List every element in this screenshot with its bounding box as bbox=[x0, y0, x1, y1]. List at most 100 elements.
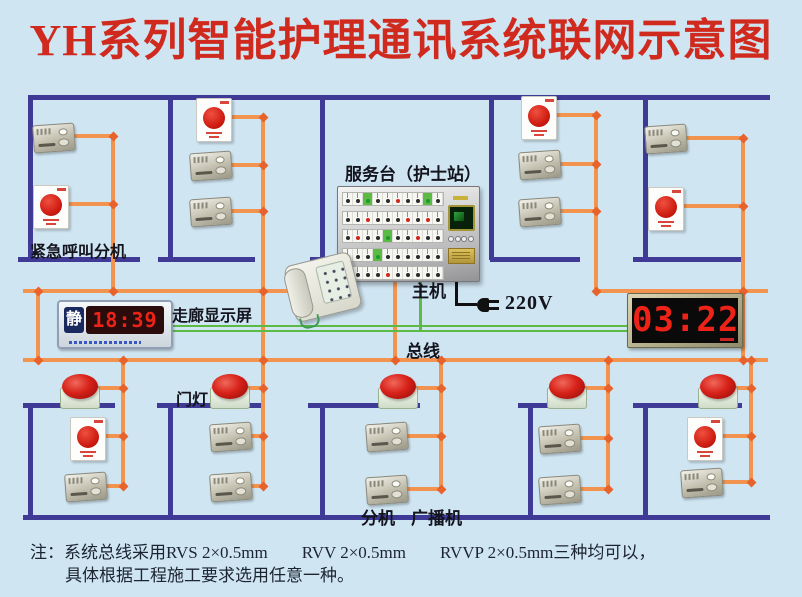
wire-junction bbox=[108, 199, 118, 209]
corridor-display: 静 18:39 bbox=[57, 300, 173, 349]
console-call-cell bbox=[403, 211, 413, 224]
wire-connector bbox=[244, 484, 263, 488]
label-door-light: 门灯 bbox=[176, 392, 209, 409]
console-call-cell bbox=[353, 248, 363, 261]
label-service-desk: 服务台（护士站） bbox=[345, 165, 481, 184]
emergency-call-button bbox=[33, 185, 69, 229]
wire-console-drop bbox=[393, 279, 397, 360]
wire-junction bbox=[746, 477, 756, 487]
wire-junction bbox=[118, 383, 128, 393]
wall-vertical bbox=[168, 95, 173, 260]
console-call-cell bbox=[343, 211, 353, 224]
console-call-cell bbox=[393, 193, 403, 205]
nurse-station-console bbox=[337, 186, 480, 282]
wire-junction bbox=[258, 431, 268, 441]
wall-vertical bbox=[320, 95, 325, 260]
console-row bbox=[342, 192, 444, 206]
emergency-call-button bbox=[687, 417, 723, 461]
label-bus: 总线 bbox=[406, 342, 440, 361]
console-call-grid bbox=[342, 192, 444, 280]
wire-junction bbox=[603, 484, 613, 494]
console-row bbox=[342, 266, 444, 280]
console-call-cell bbox=[373, 211, 383, 224]
console-call-cell bbox=[433, 267, 443, 279]
wall-vertical bbox=[528, 403, 533, 515]
console-call-cell bbox=[433, 230, 443, 242]
wire-upper-bus-left bbox=[23, 289, 343, 293]
wire-upper-bus-right bbox=[596, 289, 768, 293]
console-call-cell bbox=[433, 248, 443, 261]
intercom-extension bbox=[680, 467, 724, 499]
wire-connector bbox=[66, 134, 113, 138]
wire-junction bbox=[118, 355, 128, 365]
clock-brand-mark bbox=[720, 338, 734, 341]
wire-left-link bbox=[36, 291, 40, 362]
footnote: 注：系统总线采用RVS 2×0.5mm RVV 2×0.5mm RVVP 2×0… bbox=[30, 541, 655, 587]
console-call-cell bbox=[383, 267, 393, 279]
console-call-cell bbox=[413, 230, 423, 242]
wire-connector bbox=[554, 113, 596, 117]
wire-junction bbox=[436, 431, 446, 441]
telephone bbox=[282, 250, 364, 331]
wire-connector bbox=[244, 434, 263, 438]
intercom-extension bbox=[538, 423, 582, 455]
clock-time: 03:22 bbox=[632, 298, 738, 343]
wall-floor bbox=[158, 257, 255, 262]
wire-junction bbox=[603, 433, 613, 443]
console-call-cell bbox=[433, 193, 443, 205]
console-call-cell bbox=[433, 211, 443, 224]
door-light bbox=[210, 374, 250, 409]
door-light bbox=[378, 374, 418, 409]
wire-green-bus bbox=[166, 325, 632, 327]
wire-junction bbox=[258, 481, 268, 491]
wire-junction bbox=[591, 110, 601, 120]
door-light bbox=[698, 374, 738, 409]
console-row bbox=[342, 247, 444, 262]
corridor-display-brandline bbox=[69, 341, 141, 344]
wire-connector bbox=[246, 386, 263, 390]
emergency-call-button bbox=[196, 98, 232, 142]
wire-connector bbox=[696, 480, 751, 484]
console-call-cell bbox=[363, 248, 373, 261]
power-cord bbox=[455, 277, 458, 305]
wall-vertical bbox=[168, 403, 173, 515]
console-call-cell bbox=[393, 230, 403, 242]
wire-junction bbox=[746, 431, 756, 441]
label-extension-broadcast: 分机广播机 bbox=[361, 504, 462, 529]
page-title: YH系列智能护理通讯系统联网示意图 bbox=[29, 16, 773, 65]
console-row bbox=[342, 229, 444, 243]
wall-vertical bbox=[28, 95, 33, 260]
wire-junction bbox=[258, 355, 268, 365]
label-corridor-display: 走廊显示屏 bbox=[172, 308, 253, 325]
console-row bbox=[342, 210, 444, 225]
label-power-220v: 220V bbox=[505, 292, 554, 314]
console-call-cell bbox=[413, 211, 423, 224]
power-plug-icon bbox=[477, 297, 501, 313]
wire-junction bbox=[436, 484, 446, 494]
wire-junction bbox=[591, 286, 601, 296]
door-light bbox=[547, 374, 587, 409]
led-wall-clock: 03:22 bbox=[627, 293, 743, 348]
label-extension: 分机 bbox=[361, 509, 395, 528]
wire-roomE-riser bbox=[749, 360, 753, 484]
door-light bbox=[60, 374, 100, 409]
footnote-line1: 注：系统总线采用RVS 2×0.5mm RVV 2×0.5mm RVVP 2×0… bbox=[30, 543, 656, 562]
wall-bottom-room bbox=[157, 403, 262, 408]
wire-room1-riser bbox=[111, 136, 115, 293]
wall-floor bbox=[633, 257, 742, 262]
wire-junction bbox=[258, 160, 268, 170]
console-call-cell bbox=[363, 267, 373, 279]
wire-connector bbox=[556, 162, 596, 166]
console-call-cell bbox=[393, 211, 403, 224]
wire-junction bbox=[118, 481, 128, 491]
wire-connector bbox=[403, 434, 441, 438]
phone-keypad-icon bbox=[315, 260, 353, 305]
intercom-extension bbox=[365, 421, 409, 453]
console-call-cell bbox=[353, 211, 363, 224]
wire-junction bbox=[746, 383, 756, 393]
console-call-cell bbox=[373, 267, 383, 279]
wire-junction bbox=[258, 286, 268, 296]
wire-roomC-riser bbox=[439, 360, 443, 491]
wire-junction bbox=[436, 383, 446, 393]
